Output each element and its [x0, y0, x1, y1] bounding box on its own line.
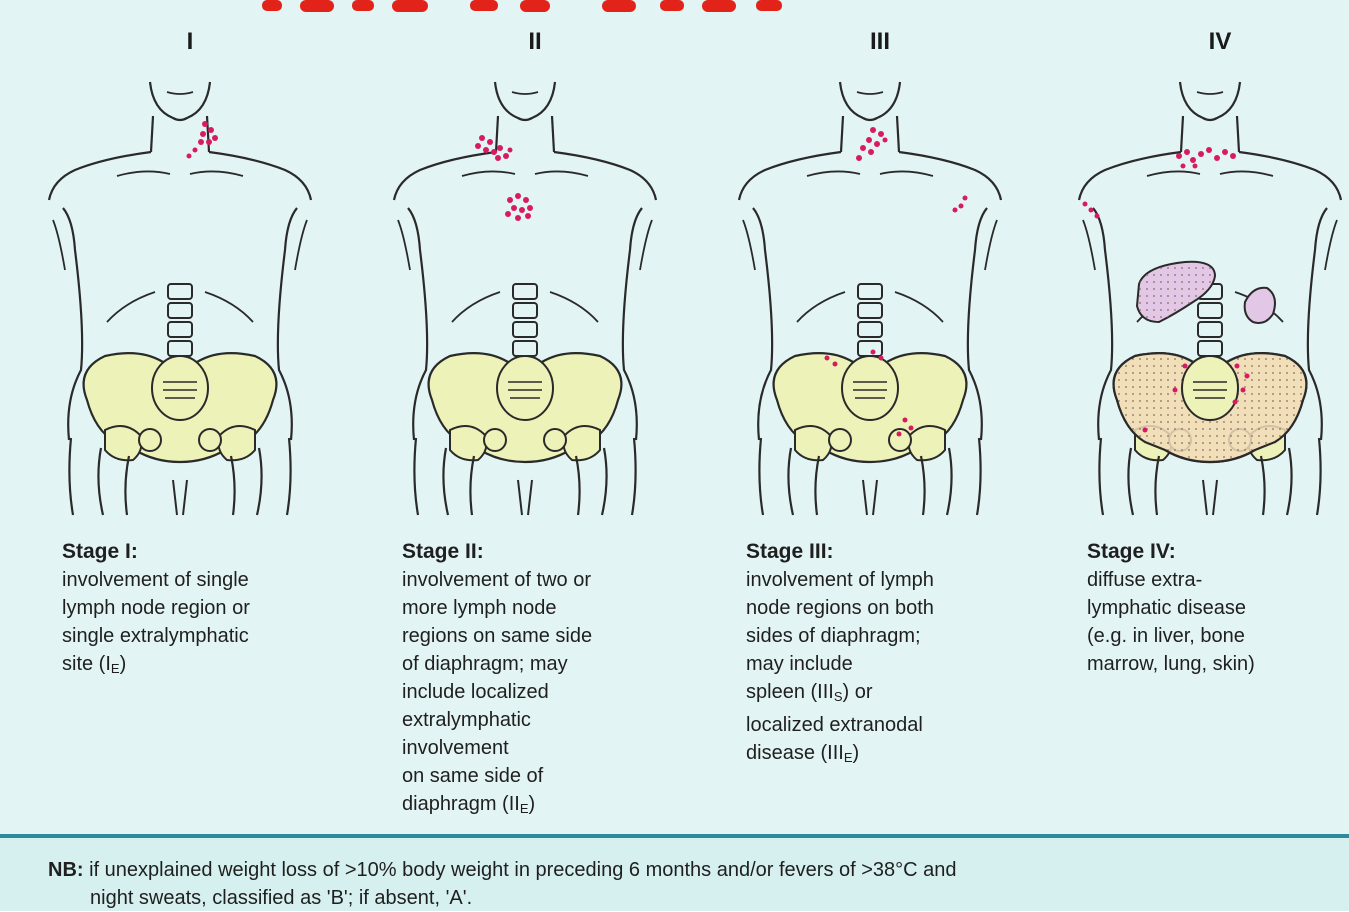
stage-2-line: extralymphatic [402, 706, 592, 734]
stage-2-line: regions on same side [402, 622, 592, 650]
stage-3-description: Stage III: involvement of lymph node reg… [746, 538, 934, 772]
stage-4-line: diffuse extra- [1087, 566, 1255, 594]
stage-2-line: on same side of [402, 762, 592, 790]
stage-2-line-last: diaphragm (IIE) [402, 790, 592, 823]
stage-1-line: involvement of single [62, 566, 250, 594]
stage-1-title: Stage I: [62, 538, 250, 566]
stage-numeral-3: III [840, 28, 920, 56]
stage-2-line: include localized [402, 678, 592, 706]
lymph-nodes-axilla [953, 196, 968, 213]
stage-3-title: Stage III: [746, 538, 934, 566]
stage-2-line: more lymph node [402, 594, 592, 622]
stage-2-title: Stage II: [402, 538, 592, 566]
stage-1-line-last: site (IE) [62, 650, 250, 683]
stage-numeral-1: I [150, 28, 230, 56]
stage-3-line: localized extranodal [746, 711, 934, 739]
nb-note: NB: if unexplained weight loss of >10% b… [48, 856, 957, 912]
stage-1-line: single extralymphatic [62, 622, 250, 650]
stage-4-line: marrow, lung, skin) [1087, 650, 1255, 678]
lymph-nodes-neck [475, 135, 513, 161]
stage-2-line: involvement [402, 734, 592, 762]
stage-3-line: node regions on both [746, 594, 934, 622]
stage-2-line: involvement of two or [402, 566, 592, 594]
stage-1-line: lymph node region or [62, 594, 250, 622]
lymph-nodes-axilla [1083, 202, 1100, 219]
stage-1-description: Stage I: involvement of single lymph nod… [62, 538, 250, 683]
lymph-nodes-mediastinum [505, 193, 533, 221]
stage-4-title: Stage IV: [1087, 538, 1255, 566]
lymph-nodes-neck [856, 127, 888, 161]
stage-4-description: Stage IV: diffuse extra- lymphatic disea… [1087, 538, 1255, 678]
body-figure-stage-3 [735, 70, 1005, 540]
spleen [1245, 288, 1275, 323]
stage-3-line: may include [746, 650, 934, 678]
stage-3-line: sides of diaphragm; [746, 622, 934, 650]
stage-3-line: involvement of lymph [746, 566, 934, 594]
nb-line-1: if unexplained weight loss of >10% body … [89, 859, 956, 881]
nb-line-2: night sweats, classified as 'B'; if abse… [48, 884, 957, 912]
body-figure-stage-2 [390, 70, 660, 540]
cropped-title-fragment [0, 0, 1349, 14]
stage-4-line: (e.g. in liver, bone [1087, 622, 1255, 650]
stage-numeral-2: II [495, 28, 575, 56]
body-figure-stage-1 [45, 70, 315, 540]
stage-numeral-4: IV [1180, 28, 1260, 56]
lymph-nodes-neck [1176, 147, 1236, 169]
nb-label: NB: [48, 859, 84, 881]
stage-3-line-spleen: spleen (IIIS) or [746, 678, 934, 711]
body-figure-stage-4 [1075, 70, 1345, 540]
stage-3-line-last: disease (IIIE) [746, 739, 934, 772]
stage-2-description: Stage II: involvement of two or more lym… [402, 538, 592, 823]
stage-4-line: lymphatic disease [1087, 594, 1255, 622]
stage-2-line: of diaphragm; may [402, 650, 592, 678]
